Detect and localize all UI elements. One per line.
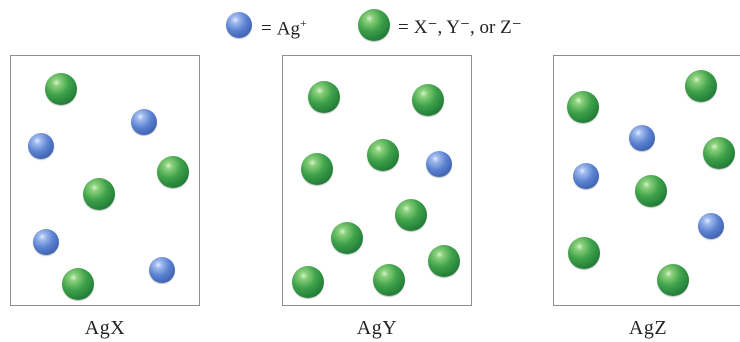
legend-anion-text: =X⁻, Y⁻, or Z⁻	[398, 16, 522, 39]
anion-sphere	[292, 266, 324, 298]
anion-sphere	[685, 70, 717, 102]
anion-sphere	[62, 268, 94, 300]
panel-agy	[282, 55, 472, 306]
anion-sphere	[657, 264, 689, 296]
anion-sphere	[308, 81, 340, 113]
legend-cation-text: =Ag+	[261, 16, 307, 40]
anion-sphere	[157, 156, 189, 188]
panel-label-agz: AgZ	[553, 317, 740, 340]
anion-sphere	[45, 73, 77, 105]
panel-label-agy: AgY	[282, 317, 472, 340]
green-sphere-icon	[358, 9, 390, 41]
anion-sphere	[568, 237, 600, 269]
anion-sphere	[412, 84, 444, 116]
anion-sphere	[373, 264, 405, 296]
cation-sphere	[698, 213, 724, 239]
panel-agz	[553, 55, 740, 306]
anion-sphere	[567, 91, 599, 123]
anion-sphere	[331, 222, 363, 254]
anion-sphere	[367, 139, 399, 171]
anion-sphere	[301, 153, 333, 185]
cation-sphere	[149, 257, 175, 283]
cation-sphere	[28, 133, 54, 159]
anion-sphere	[635, 175, 667, 207]
cation-sphere	[33, 229, 59, 255]
panel-agx	[10, 55, 200, 306]
cation-sphere	[131, 109, 157, 135]
panel-label-agx: AgX	[10, 317, 200, 340]
cation-sphere	[629, 125, 655, 151]
cation-sphere	[426, 151, 452, 177]
blue-sphere-icon	[226, 12, 252, 38]
anion-sphere	[83, 178, 115, 210]
anion-sphere	[428, 245, 460, 277]
cation-sphere	[573, 163, 599, 189]
anion-sphere	[395, 199, 427, 231]
anion-sphere	[703, 137, 735, 169]
legend: =Ag+ =X⁻, Y⁻, or Z⁻	[0, 4, 740, 44]
